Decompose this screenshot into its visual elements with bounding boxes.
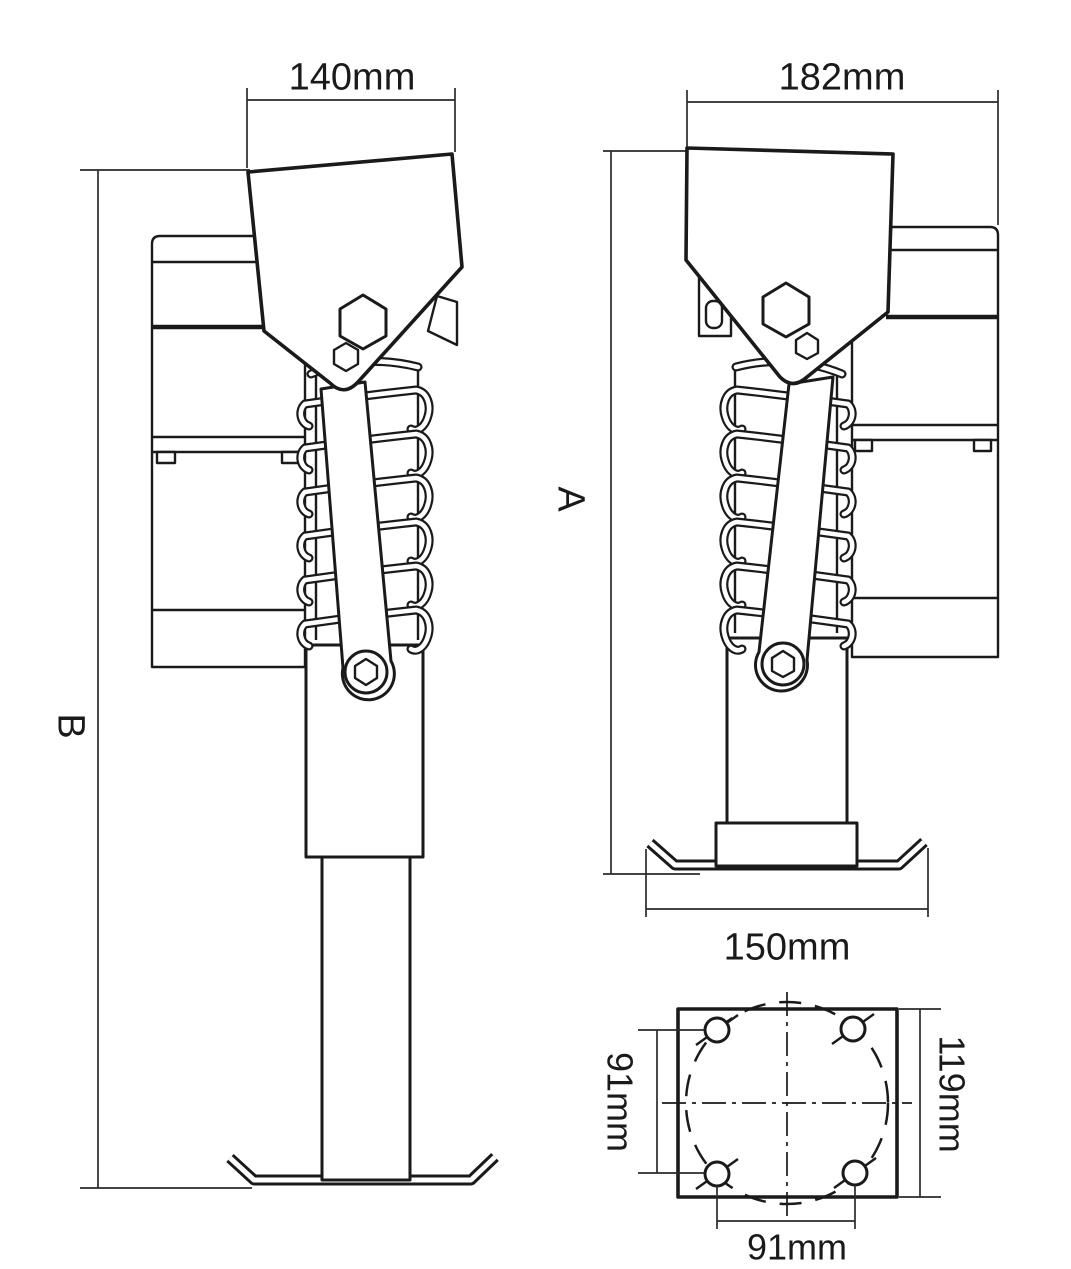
hex-bolt-large xyxy=(338,293,388,351)
gear-housing xyxy=(684,146,895,386)
jack-retracted-view: A 182mm xyxy=(550,56,1000,968)
dimension-hole-span-horizontal-91: 91mm xyxy=(716,1185,856,1268)
hex-bolt-large xyxy=(761,281,811,339)
lever-arm xyxy=(319,380,396,702)
top-width-140-label: 140mm xyxy=(289,56,416,98)
plate-width-119-label: 119mm xyxy=(931,1035,972,1152)
foot-mount-block xyxy=(714,821,859,868)
hex-bolt-small xyxy=(332,341,360,373)
foot-width-150-label: 150mm xyxy=(724,926,851,968)
side-plate-slot xyxy=(704,299,724,330)
mounting-plate-view: 91mm 119mm 91mm xyxy=(599,992,972,1268)
height-a-label: A xyxy=(550,486,592,512)
jack-extended-view: B 140mm xyxy=(50,56,499,1189)
hole-span-horizontal-label: 91mm xyxy=(747,1227,847,1268)
mounting-bracket-right xyxy=(850,225,1000,659)
pivot-hex-nut xyxy=(770,649,796,679)
dimension-top-width-182: 182mm xyxy=(686,56,999,225)
jack-shaft xyxy=(733,368,839,633)
bracket-tab xyxy=(853,438,874,453)
jack-shaft xyxy=(314,368,420,640)
height-b-label: B xyxy=(50,713,92,738)
coil-spring xyxy=(296,356,434,655)
hex-bolt-small xyxy=(794,331,820,361)
dimension-top-width-140: 140mm xyxy=(246,56,456,168)
bracket-step xyxy=(426,294,459,347)
bracket-tab xyxy=(972,438,993,453)
dimension-foot-width-150: 150mm xyxy=(645,848,929,968)
dimension-height-b: B xyxy=(50,169,252,1189)
hole-span-vertical-label: 91mm xyxy=(599,1052,640,1152)
gear-housing xyxy=(246,152,464,392)
bolt-hole xyxy=(839,1015,867,1043)
inner-leg xyxy=(320,855,412,1182)
bracket-tab xyxy=(155,450,177,465)
dimension-height-a: A xyxy=(550,150,700,875)
top-width-182-label: 182mm xyxy=(779,56,906,98)
dimension-plate-width-119: 119mm xyxy=(899,1008,972,1198)
bolt-hole xyxy=(703,1016,731,1044)
pivot-hex-nut xyxy=(353,657,379,687)
bolt-hole xyxy=(841,1159,869,1187)
bolt-hole xyxy=(703,1160,731,1188)
dimension-hole-span-vertical-91: 91mm xyxy=(599,1029,704,1174)
lever-arm xyxy=(754,375,835,693)
